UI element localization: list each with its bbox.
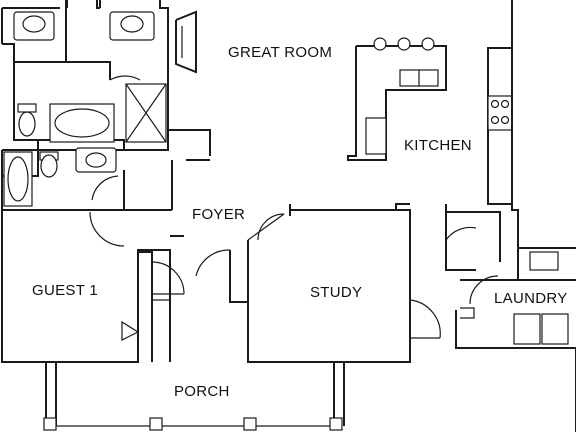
dryer-icon [541,313,569,345]
label-porch: PORCH [174,383,230,400]
porch-column-icon [329,417,343,431]
label-kitchen: KITCHEN [404,137,472,154]
sink-icon [13,11,55,41]
study-area [247,203,441,363]
porch-area [43,362,345,431]
cooktop-icon [487,95,513,131]
sink-icon [109,11,155,41]
fireplace-icon [175,10,197,74]
bathtub-icon [49,103,115,143]
foyer-walls [170,129,285,303]
dishwasher-icon [365,117,387,155]
label-study: STUDY [310,284,362,301]
label-guest-1: GUEST 1 [32,282,98,299]
label-laundry: LAUNDRY [494,290,568,307]
porch-column-icon [243,417,257,431]
exterior-wall [517,248,576,432]
kitchen-area [347,0,519,271]
sink-icon [75,147,117,173]
sink-icon [529,251,559,271]
washer-icon [513,313,541,345]
label-foyer: FOYER [192,206,245,223]
bathtub-icon [3,151,33,207]
master-bath-area [1,0,197,211]
guest-bath-area [1,147,124,211]
porch-column-icon [149,417,163,431]
label-great-room: GREAT ROOM [228,44,332,61]
guest-bedroom-area [1,209,185,363]
toilet-icon [17,103,37,113]
laundry-area [455,247,576,349]
porch-column-icon [43,417,57,431]
